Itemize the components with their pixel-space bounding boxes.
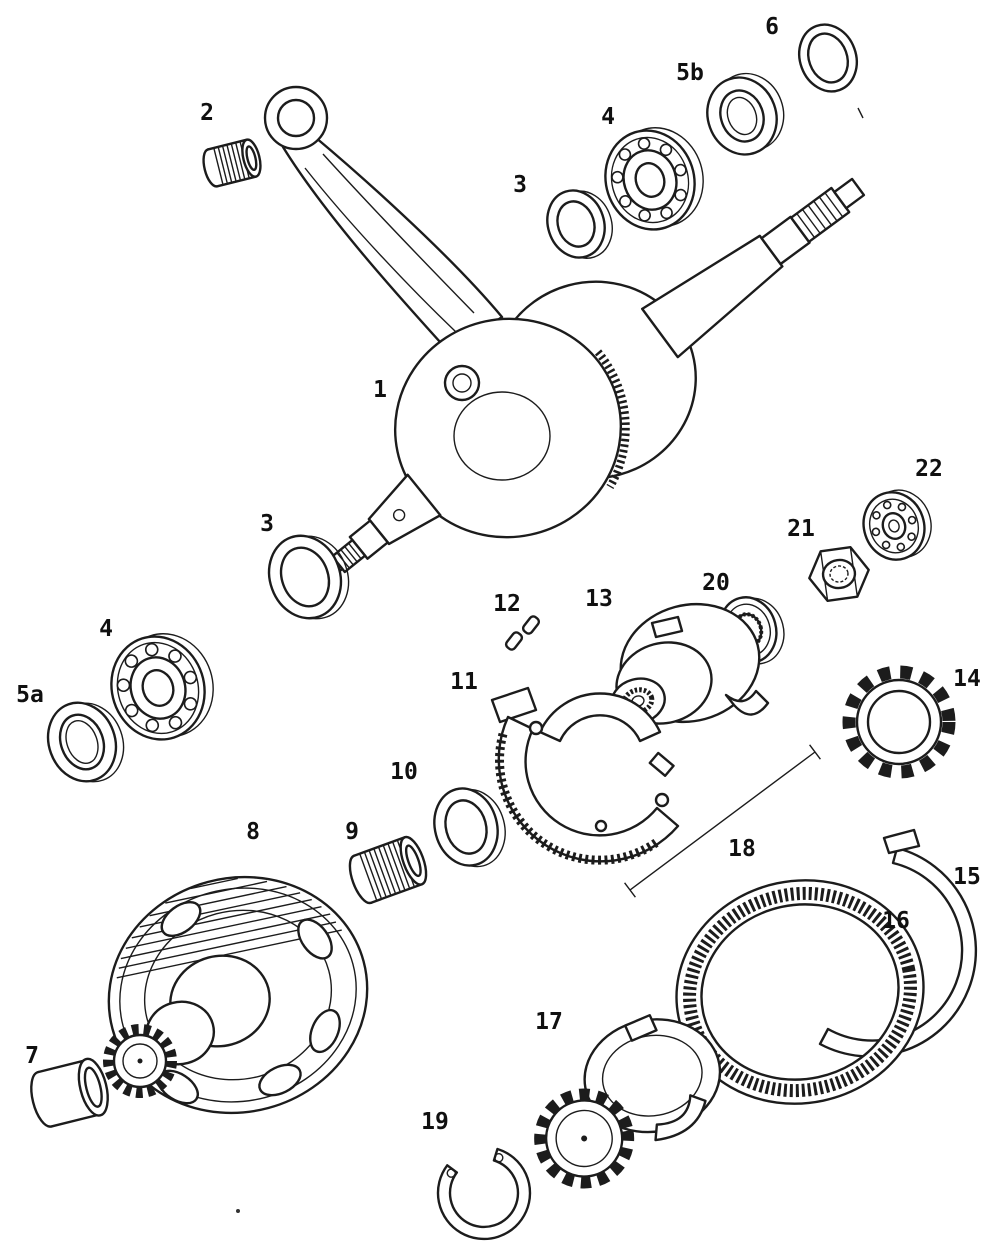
part-15-starter-band bbox=[818, 828, 978, 1058]
callout-8: 8 bbox=[246, 819, 260, 845]
part-17-starter-driven-gear bbox=[534, 1013, 722, 1189]
part-22-bearing bbox=[862, 489, 932, 561]
part-18-reference-line bbox=[624, 744, 821, 898]
callout-3-lower: 3 bbox=[260, 511, 274, 537]
callout-9: 9 bbox=[345, 819, 359, 845]
part-8-clutch-drum bbox=[103, 875, 369, 1115]
callout-2: 2 bbox=[200, 100, 214, 126]
callout-6: 6 bbox=[765, 14, 779, 40]
callout-4-lower: 4 bbox=[99, 616, 113, 642]
callout-14: 14 bbox=[953, 666, 981, 692]
part-5b-oil-seal bbox=[706, 72, 785, 156]
callout-12: 12 bbox=[493, 591, 521, 617]
callout-1: 1 bbox=[373, 377, 387, 403]
part-16-ring-gear bbox=[675, 879, 925, 1105]
callout-21: 21 bbox=[787, 516, 815, 542]
callout-20: 20 bbox=[702, 570, 730, 596]
part-13-drive-face bbox=[610, 602, 770, 725]
part-6-seal-ring bbox=[798, 23, 858, 93]
callout-10: 10 bbox=[390, 759, 418, 785]
callout-11: 11 bbox=[450, 669, 478, 695]
part-19-circlip bbox=[436, 1147, 532, 1241]
part-7-spacer-bushing bbox=[30, 1057, 109, 1128]
part-2-small-end-needle-bearing bbox=[202, 138, 262, 188]
callout-4-upper: 4 bbox=[601, 104, 615, 130]
callout-19: 19 bbox=[421, 1109, 449, 1135]
callout-22: 22 bbox=[915, 456, 943, 482]
callout-16: 16 bbox=[882, 908, 910, 934]
print-speck bbox=[236, 1209, 240, 1213]
part-4-bearing-lower bbox=[110, 633, 214, 741]
part-10-washer bbox=[433, 787, 506, 868]
print-mark bbox=[857, 107, 864, 119]
part-3-seal-washer-lower bbox=[267, 534, 350, 620]
part-9-needle-bearing bbox=[348, 835, 428, 905]
callout-3-upper: 3 bbox=[513, 172, 527, 198]
part-5a-oil-seal bbox=[46, 701, 125, 783]
callout-15: 15 bbox=[953, 864, 981, 890]
part-21-hex-nut bbox=[808, 545, 870, 603]
part-1-crankshaft-assembly bbox=[263, 85, 866, 577]
part-11-clutch-shoe-assembly bbox=[490, 686, 680, 865]
part-4-bearing-upper bbox=[604, 127, 704, 231]
part-12-rollers bbox=[504, 615, 541, 651]
part-3-seal-washer-upper bbox=[546, 189, 613, 259]
callout-7: 7 bbox=[25, 1043, 39, 1069]
callout-17: 17 bbox=[535, 1009, 563, 1035]
callout-13: 13 bbox=[585, 586, 613, 612]
callout-18: 18 bbox=[728, 836, 756, 862]
callout-5a: 5a bbox=[16, 682, 44, 708]
part-14-lock-washer bbox=[842, 665, 956, 779]
callout-5b: 5b bbox=[676, 60, 704, 86]
